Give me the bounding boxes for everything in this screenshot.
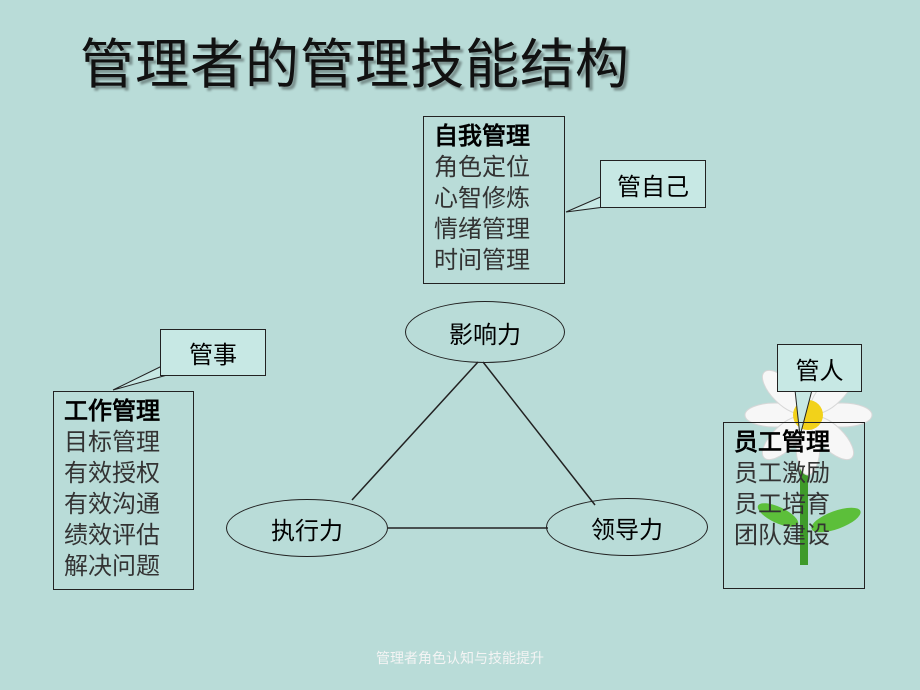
self-management-box: 自我管理 角色定位 心智修炼 情绪管理 时间管理 bbox=[423, 116, 565, 284]
manage-affairs-callout: 管事 bbox=[160, 329, 266, 376]
footer-text: 管理者角色认知与技能提升 bbox=[376, 651, 544, 667]
staff-management-box: 员工管理 员工激励 员工培育 团队建设 bbox=[723, 422, 865, 589]
list-item: 目标管理 bbox=[64, 428, 160, 456]
list-item: 情绪管理 bbox=[434, 215, 530, 243]
influence-node: 影响力 bbox=[405, 301, 565, 363]
page-title: 管理者的管理技能结构 bbox=[80, 33, 630, 96]
list-item: 员工培育 bbox=[734, 490, 830, 518]
list-item: 时间管理 bbox=[434, 246, 530, 274]
list-item: 心智修炼 bbox=[434, 184, 530, 212]
self-management-heading: 自我管理 bbox=[434, 122, 530, 150]
work-management-heading: 工作管理 bbox=[64, 397, 160, 425]
execution-node: 执行力 bbox=[226, 499, 388, 557]
staff-management-heading: 员工管理 bbox=[734, 428, 830, 456]
work-management-box: 工作管理 目标管理 有效授权 有效沟通 绩效评估 解决问题 bbox=[53, 391, 194, 590]
leadership-node: 领导力 bbox=[546, 498, 708, 556]
list-item: 有效授权 bbox=[64, 459, 160, 487]
list-item: 解决问题 bbox=[64, 552, 160, 580]
list-item: 绩效评估 bbox=[64, 521, 160, 549]
list-item: 员工激励 bbox=[734, 459, 830, 487]
list-item: 角色定位 bbox=[434, 153, 530, 181]
list-item: 团队建设 bbox=[734, 521, 830, 549]
list-item: 有效沟通 bbox=[64, 490, 160, 518]
manage-people-callout: 管人 bbox=[777, 344, 862, 392]
manage-self-callout: 管自己 bbox=[600, 160, 706, 208]
